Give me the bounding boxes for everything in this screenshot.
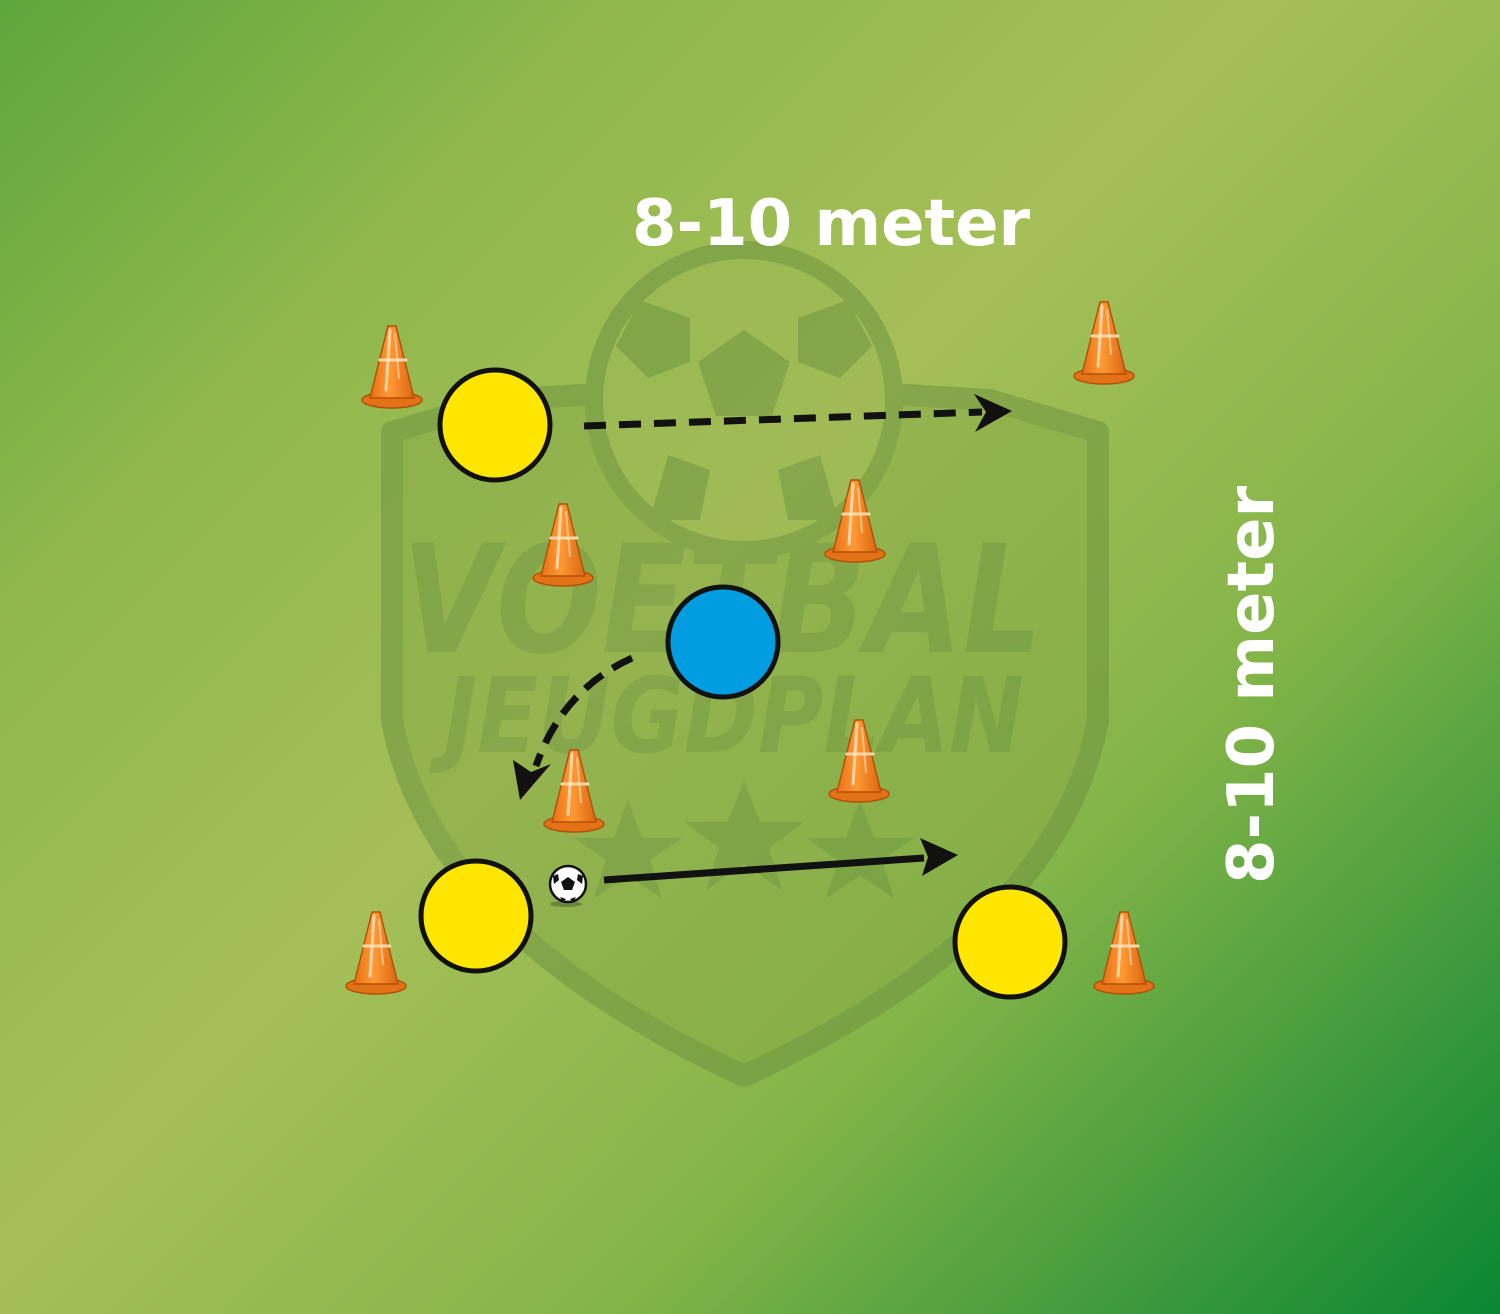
attacker-player-bottom-left — [418, 858, 534, 974]
attacker-player-bottom-right — [952, 884, 1068, 1000]
watermark-star-icon — [574, 800, 682, 898]
cone-icon — [344, 910, 408, 996]
cone-icon — [1092, 910, 1156, 996]
cone-icon — [360, 324, 424, 410]
watermark-star-icon — [684, 780, 804, 890]
soccer-ball-icon — [548, 864, 588, 907]
attacker-player-top-left — [437, 367, 553, 483]
height-label: 8-10 meter — [1215, 485, 1289, 885]
arrow-icon — [974, 394, 1012, 432]
run-arrow-top — [583, 394, 1012, 432]
run-arrow-defender — [513, 654, 634, 800]
watermark-star-icon — [806, 800, 914, 898]
defender-player — [665, 584, 781, 700]
cone-icon — [1072, 300, 1136, 386]
width-label: 8-10 meter — [632, 187, 1031, 261]
arrow-icon — [920, 838, 958, 876]
pass-arrow — [603, 838, 958, 884]
arrow-icon — [513, 760, 551, 800]
